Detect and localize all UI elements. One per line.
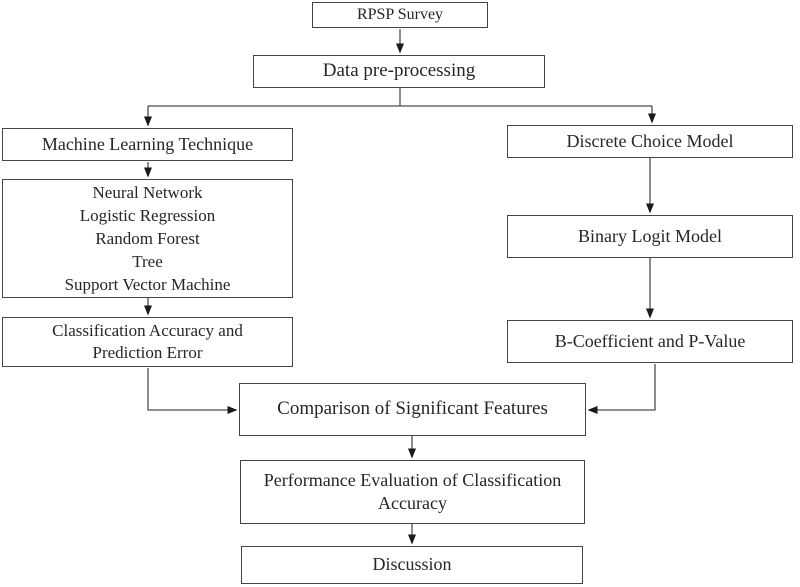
node-performance-evaluation: Performance Evaluation of Classification… <box>240 460 585 524</box>
node-label: Machine Learning Technique <box>41 133 254 154</box>
list-item: Neural Network <box>92 183 203 202</box>
node-label: Performance Evaluation of Classification… <box>263 469 562 513</box>
list-item: Random Forest <box>95 229 200 248</box>
node-classification-accuracy: Classification Accuracy and Prediction E… <box>2 317 293 367</box>
node-binary-logit-model: Binary Logit Model <box>507 215 793 258</box>
node-ml-methods-list: Neural Network Logistic Regression Rando… <box>2 179 293 298</box>
node-label: Data pre-processing <box>322 60 476 82</box>
node-rpsp-survey: RPSP Survey <box>312 2 488 28</box>
node-label: Comparison of Significant Features <box>277 398 548 420</box>
list-item: Tree <box>132 252 163 271</box>
node-label: Binary Logit Model <box>578 225 722 246</box>
node-label: Classification Accuracy and Prediction E… <box>52 320 243 362</box>
node-discrete-choice-model: Discrete Choice Model <box>507 125 793 158</box>
node-label: RPSP Survey <box>356 5 444 23</box>
node-machine-learning-technique: Machine Learning Technique <box>2 128 293 161</box>
node-label: Discussion <box>372 554 452 575</box>
node-b-coefficient-p-value: B-Coefficient and P-Value <box>507 320 793 363</box>
node-label: B-Coefficient and P-Value <box>554 330 746 351</box>
node-data-pre-processing: Data pre-processing <box>253 55 545 88</box>
connector-classification-to-comparison <box>147 368 238 414</box>
node-discussion: Discussion <box>241 546 583 584</box>
connector-bcoefficient-to-comparison <box>587 364 656 414</box>
list-item: Logistic Regression <box>79 206 216 225</box>
list-item: Support Vector Machine <box>64 275 231 294</box>
node-comparison-significant-features: Comparison of Significant Features <box>239 383 586 436</box>
node-label: Discrete Choice Model <box>566 130 734 151</box>
